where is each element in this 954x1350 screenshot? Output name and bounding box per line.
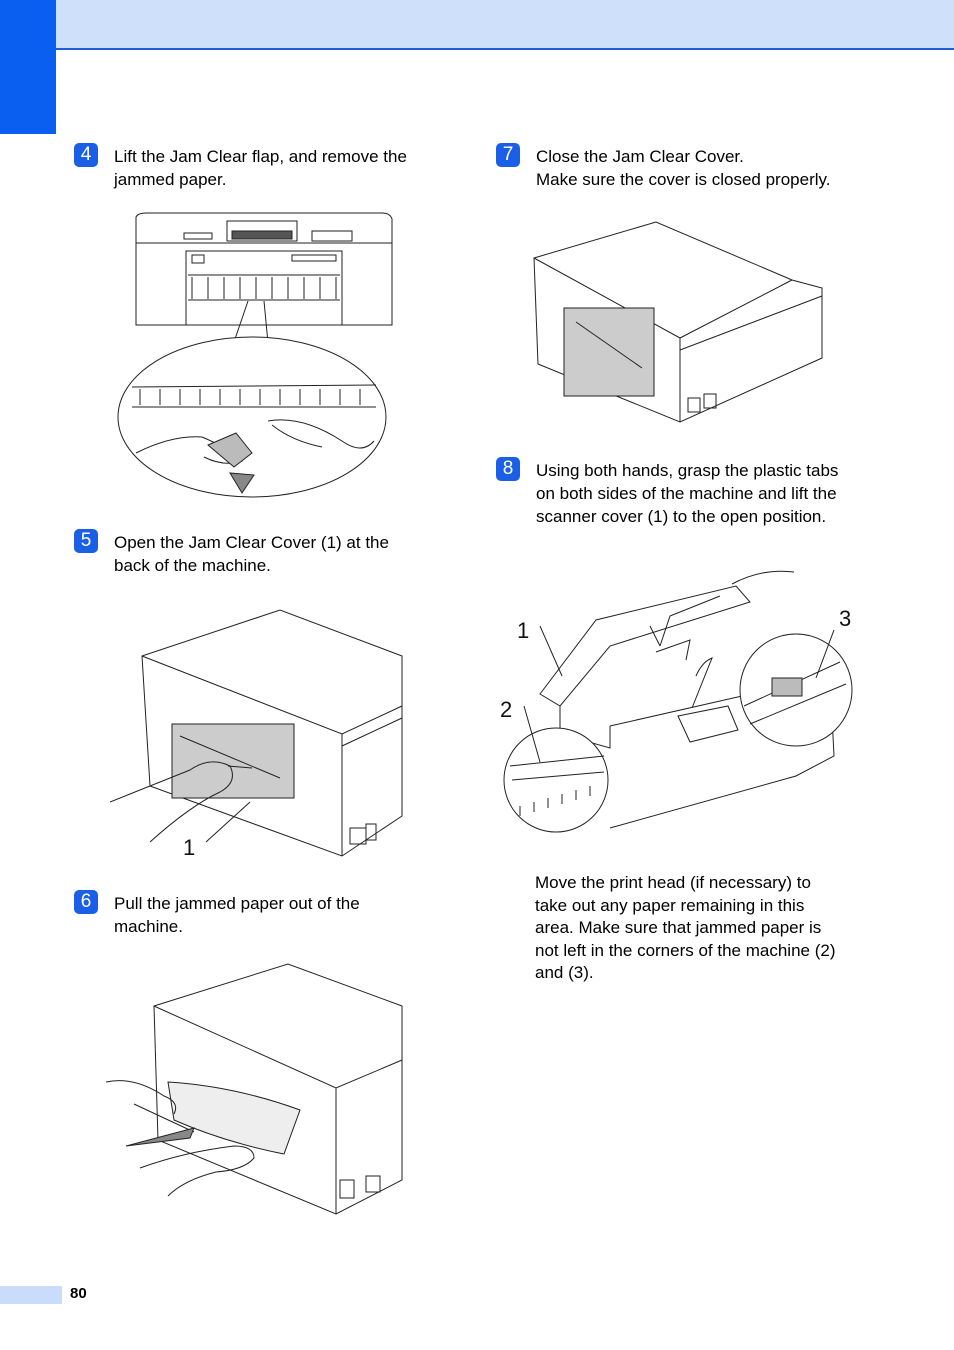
page-number: 80 bbox=[70, 1285, 87, 1302]
illustration-open-jam-cover bbox=[110, 606, 404, 860]
callout-scanner-cover: 1 bbox=[517, 618, 530, 643]
page-number-bar bbox=[0, 1286, 62, 1304]
header-band bbox=[0, 0, 954, 50]
callout-jam-clear-cover: 1 bbox=[183, 835, 196, 860]
step-number-badge: 4 bbox=[74, 143, 98, 167]
step-instruction: Lift the Jam Clear flap, and remove the … bbox=[114, 147, 407, 189]
illustration-lift-scanner-cover bbox=[500, 566, 854, 840]
step-instruction: Close the Jam Clear Cover. Make sure the… bbox=[536, 147, 831, 189]
step-6: 6 Pull the jammed paper out of the machi… bbox=[74, 890, 454, 940]
step-number-badge: 7 bbox=[496, 143, 520, 167]
step-number-badge: 6 bbox=[74, 890, 98, 914]
step-instruction: Open the Jam Clear Cover (1) at the back… bbox=[114, 533, 389, 575]
step-number-badge: 5 bbox=[74, 529, 98, 553]
step-5: 5 Open the Jam Clear Cover (1) at the ba… bbox=[74, 529, 454, 579]
step-instruction: Using both hands, grasp the plastic tabs… bbox=[536, 461, 839, 526]
callout-corner-right: 3 bbox=[839, 606, 852, 631]
step-8-note: Move the print head (if necessary) to ta… bbox=[535, 873, 836, 982]
step-4: 4 Lift the Jam Clear flap, and remove th… bbox=[74, 143, 454, 193]
callout-corner-left: 2 bbox=[500, 697, 513, 722]
step-number-badge: 8 bbox=[496, 457, 520, 481]
illustration-pull-jammed-paper bbox=[104, 962, 404, 1216]
illustration-close-jam-cover bbox=[530, 218, 824, 424]
step-7: 7 Close the Jam Clear Cover. Make sure t… bbox=[496, 143, 876, 193]
chapter-tab bbox=[0, 0, 56, 134]
step-instruction: Pull the jammed paper out of the machine… bbox=[114, 894, 360, 936]
illustration-jam-clear-flap bbox=[112, 205, 396, 505]
step-8: 8 Using both hands, grasp the plastic ta… bbox=[496, 457, 876, 531]
